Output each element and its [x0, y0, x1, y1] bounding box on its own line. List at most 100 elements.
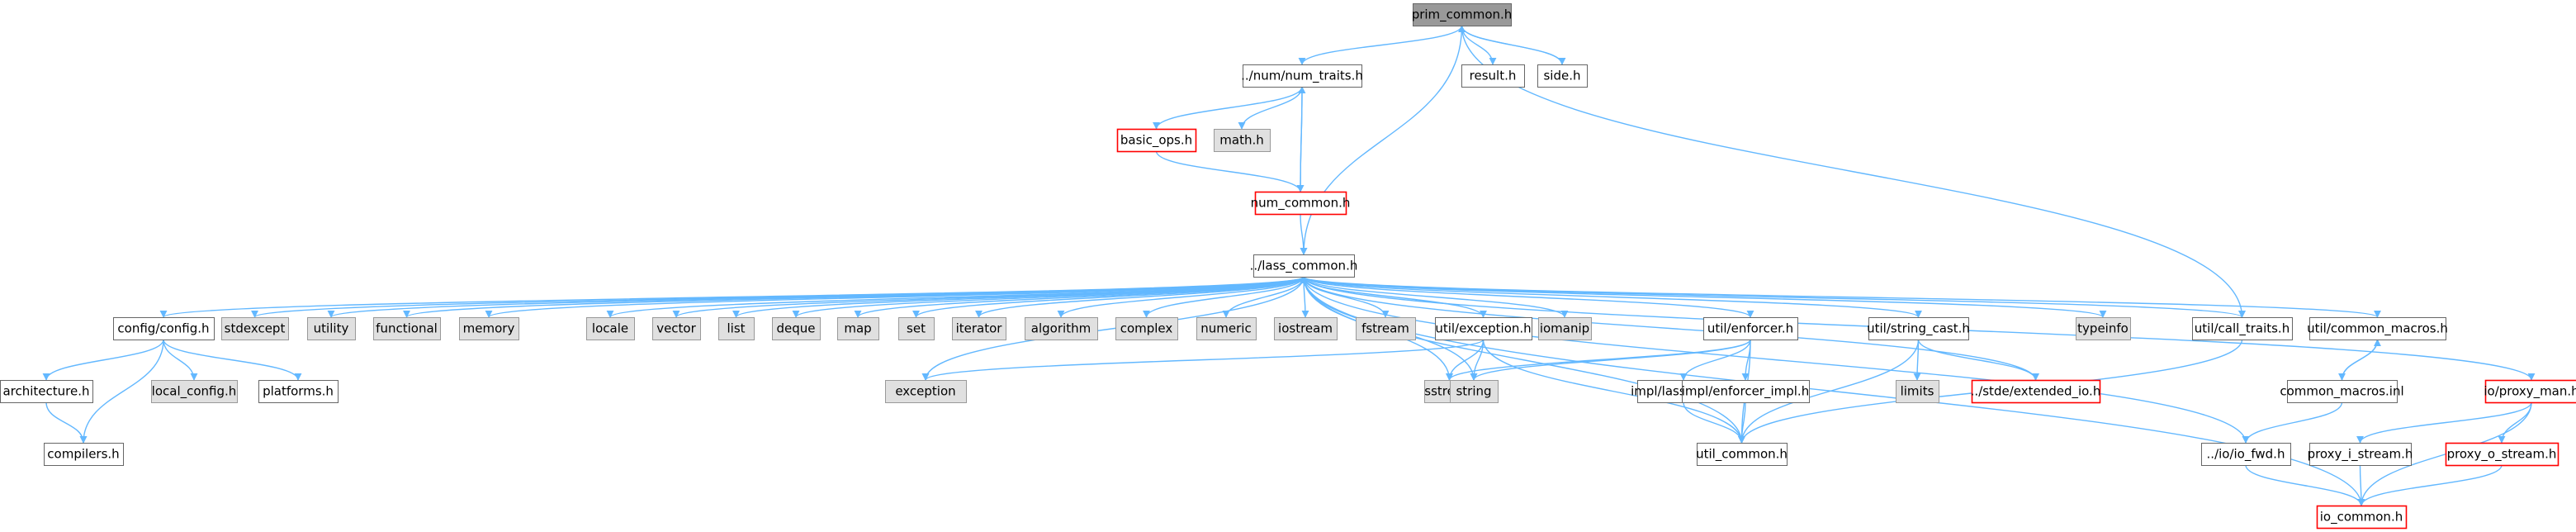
edge-lass-to-iomanip	[1303, 276, 1569, 318]
node-label: iostream	[1278, 321, 1333, 336]
node-stdexcept: stdexcept	[221, 317, 289, 340]
node-label: stdexcept	[225, 321, 286, 336]
node-label: proxy_o_stream.h	[2447, 447, 2557, 463]
node-cminl[interactable]: common_macros.inl	[2280, 380, 2404, 403]
node-box	[1682, 380, 1810, 403]
edge-lass-to-iofwd	[1303, 276, 2250, 444]
node-basicops[interactable]: basic_ops.h	[1116, 128, 1197, 153]
node-label: exception	[895, 384, 955, 399]
edge-proxyman-to-proxyi	[2356, 401, 2532, 444]
node-label: util/string_cast.h	[1867, 321, 1970, 337]
node-label: num_common.h	[1251, 196, 1351, 211]
node-box	[1025, 317, 1098, 340]
node-box	[1703, 317, 1798, 340]
node-cmacros[interactable]: util/common_macros.h	[2307, 317, 2448, 340]
node-box	[1116, 128, 1197, 153]
edge-lass-to-functional	[403, 276, 1305, 318]
edge-lass-to-extio	[1303, 276, 2039, 381]
node-box	[1971, 379, 2101, 404]
edge-cminl-to-cmacros	[2341, 339, 2381, 381]
node-algorithm: algorithm	[1025, 317, 1098, 340]
node-strcast[interactable]: util/string_cast.h	[1867, 317, 1970, 340]
node-config[interactable]: config/config.h	[113, 317, 215, 340]
node-iofwd[interactable]: ../io/io_fwd.h	[2201, 443, 2291, 466]
node-label: io/proxy_man.h	[2484, 384, 2576, 400]
node-label: map	[844, 321, 871, 336]
node-box	[2192, 317, 2293, 340]
node-set: set	[898, 317, 935, 340]
node-label: proxy_i_stream.h	[2308, 447, 2413, 463]
node-memory: memory	[459, 317, 519, 340]
node-box	[1196, 317, 1257, 340]
node-utilexc[interactable]: util/exception.h	[1435, 317, 1532, 340]
node-numtraits[interactable]: ../num/num_traits.h	[1241, 64, 1363, 88]
node-label: typeinfo	[2077, 321, 2129, 336]
node-box	[2445, 442, 2559, 467]
edge-lass-to-memory	[485, 276, 1305, 318]
node-label: impl/enforcer_impl.h	[1682, 384, 1809, 400]
node-mathh: math.h	[1214, 129, 1271, 152]
node-side[interactable]: side.h	[1537, 64, 1588, 88]
node-label: io_common.h	[2320, 510, 2403, 525]
node-label: limits	[1901, 384, 1934, 399]
node-numcommon[interactable]: num_common.h	[1251, 191, 1351, 216]
edge-config-to-platforms	[163, 339, 302, 381]
node-label: algorithm	[1031, 321, 1091, 336]
node-iterator: iterator	[952, 317, 1006, 340]
node-proxyo[interactable]: proxy_o_stream.h	[2445, 442, 2559, 467]
node-result[interactable]: result.h	[1461, 64, 1525, 88]
node-label: basic_ops.h	[1120, 133, 1192, 149]
node-label: utility	[314, 321, 349, 336]
node-box	[1435, 317, 1532, 340]
node-enforcer[interactable]: util/enforcer.h	[1703, 317, 1798, 340]
node-box	[1356, 317, 1416, 340]
node-proxyman[interactable]: io/proxy_man.h	[2484, 379, 2576, 404]
node-calltraits[interactable]: util/call_traits.h	[2192, 317, 2293, 340]
node-compilers[interactable]: compilers.h	[44, 443, 124, 466]
node-box	[221, 317, 289, 340]
edge-enforcer-to-sstream	[1446, 339, 1751, 381]
node-proxyi[interactable]: proxy_i_stream.h	[2308, 443, 2413, 466]
node-box	[652, 317, 701, 340]
node-deque: deque	[772, 317, 821, 340]
node-extio[interactable]: ../stde/extended_io.h	[1971, 379, 2101, 404]
node-box	[1697, 443, 1788, 466]
node-label: complex	[1120, 321, 1173, 336]
node-iostream: iostream	[1274, 317, 1338, 340]
edge-side-to-prim	[1458, 25, 1563, 65]
edge-config-to-compilers	[79, 339, 164, 444]
node-box	[586, 317, 635, 340]
node-box	[44, 443, 124, 466]
edge-proxyo-to-iocommon	[2357, 464, 2503, 506]
node-label: util/call_traits.h	[2195, 321, 2290, 337]
node-label: local_config.h	[152, 384, 237, 400]
node-complex: complex	[1115, 317, 1178, 340]
node-label: side.h	[1543, 69, 1580, 83]
node-lass[interactable]: ../lass_common.h	[1250, 254, 1358, 278]
node-layer: prim_common.h ../num/num_traits.h result.h…	[0, 3, 2576, 530]
node-arch[interactable]: architecture.h	[0, 380, 93, 403]
edge-lass-to-map	[854, 276, 1305, 318]
node-localcfg: local_config.h	[151, 380, 238, 403]
node-enfimpl[interactable]: impl/enforcer_impl.h	[1682, 380, 1810, 403]
node-prim[interactable]: prim_common.h	[1412, 3, 1513, 26]
node-label: list	[727, 321, 745, 336]
node-platforms[interactable]: platforms.h	[258, 380, 339, 403]
node-label: compilers.h	[47, 447, 119, 462]
node-box	[113, 317, 215, 340]
node-box	[898, 317, 935, 340]
edge-config-to-arch	[42, 339, 164, 381]
node-typeinfo: typeinfo	[2076, 317, 2131, 340]
edge-lass-to-set	[912, 276, 1305, 318]
edge-prim-to-lass	[1300, 25, 1463, 255]
edge-proxyman-to-proxyo	[2498, 401, 2532, 444]
node-label: deque	[776, 321, 815, 336]
node-label: result.h	[1470, 69, 1517, 83]
edge-prim-to-numtraits	[1298, 25, 1463, 65]
node-label: fstream	[1361, 321, 1409, 336]
edge-numcommon-to-numtraits	[1298, 86, 1306, 192]
node-box	[1115, 317, 1178, 340]
node-utilcommon[interactable]: util_common.h	[1696, 443, 1788, 466]
node-box	[2201, 443, 2291, 466]
node-iocommon[interactable]: io_common.h	[2316, 505, 2408, 530]
